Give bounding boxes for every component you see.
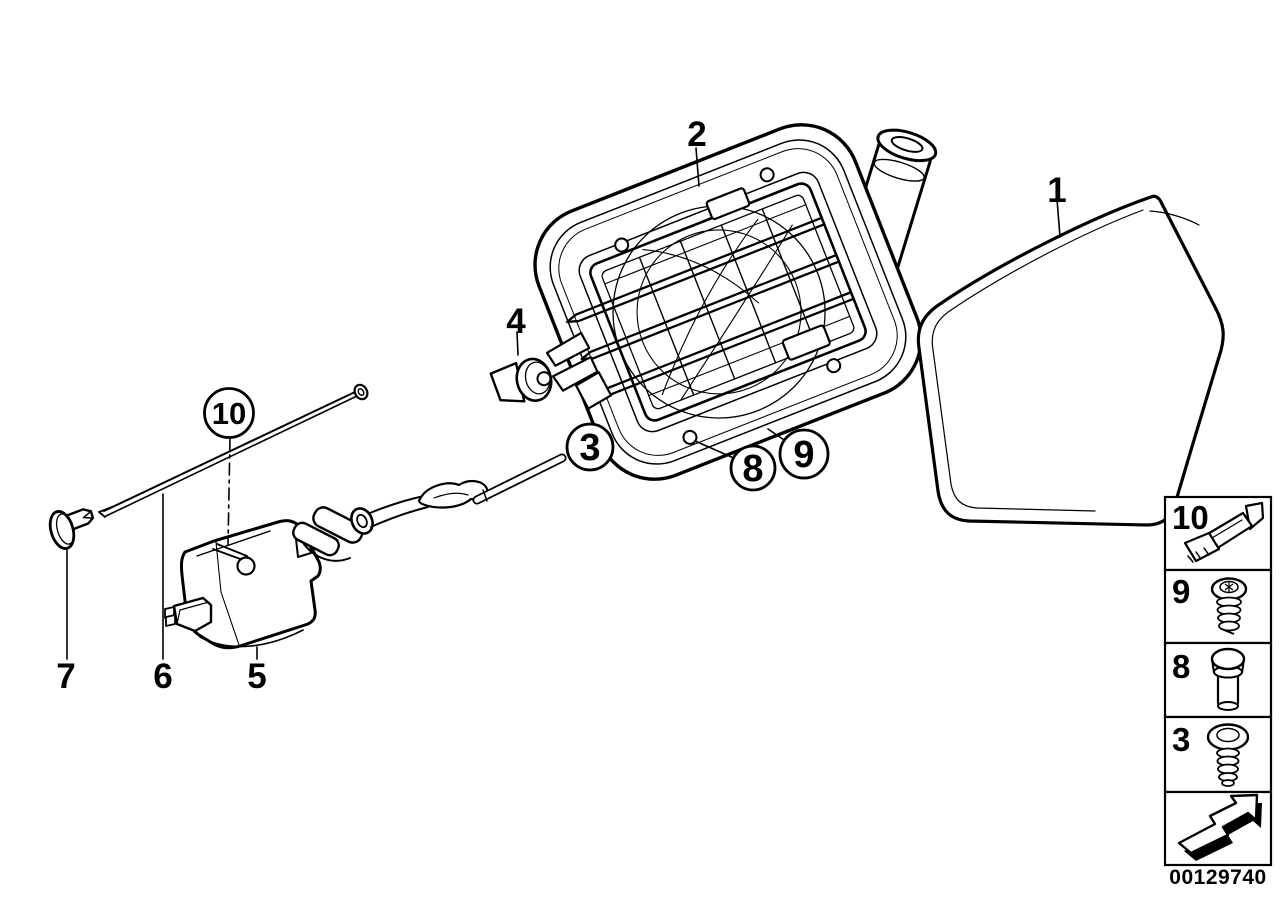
callouts-plain: 1 2 4 5 6 7 bbox=[56, 115, 1066, 696]
filler-flap-housing bbox=[533, 123, 923, 481]
retaining-clip-icon bbox=[1183, 501, 1265, 563]
leader-10 bbox=[227, 437, 231, 546]
legend-number-9: 9 bbox=[1172, 573, 1190, 610]
housing-tabs bbox=[545, 331, 613, 410]
callout-circle-10[interactable] bbox=[203, 387, 255, 439]
callout-circle-8[interactable] bbox=[729, 444, 777, 492]
expanding-rivet-icon bbox=[1210, 647, 1246, 711]
tapping-screw-icon bbox=[1210, 577, 1248, 635]
callout-circle-3[interactable] bbox=[565, 422, 615, 472]
legend-panel: 10 9 8 3 bbox=[1163, 495, 1273, 889]
callout-6[interactable]: 6 bbox=[153, 657, 172, 696]
fuel-filler-flap bbox=[916, 194, 1225, 527]
bowden-cable bbox=[292, 453, 567, 562]
leader-1 bbox=[1056, 198, 1061, 238]
callout-5[interactable]: 5 bbox=[247, 657, 266, 696]
callout-8[interactable]: 8 bbox=[742, 448, 763, 490]
callout-9[interactable]: 9 bbox=[793, 434, 814, 476]
callouts-circled: 3 8 9 10 bbox=[203, 387, 830, 492]
leader-8 bbox=[694, 440, 737, 460]
actuator-connector bbox=[164, 596, 213, 633]
leader-lines bbox=[66, 147, 1061, 660]
sealing-grommet bbox=[489, 357, 553, 403]
flange-holes bbox=[614, 167, 842, 445]
callout-4[interactable]: 4 bbox=[506, 302, 526, 341]
image-code: 00129740 bbox=[1169, 866, 1266, 889]
legend-number-8: 8 bbox=[1172, 648, 1190, 685]
leader-2 bbox=[695, 147, 700, 187]
arrow-icon bbox=[1177, 793, 1262, 861]
callout-3[interactable]: 3 bbox=[579, 427, 600, 469]
legend-number-10: 10 bbox=[1172, 499, 1209, 536]
callout-7[interactable]: 7 bbox=[56, 657, 75, 696]
expanding-pin bbox=[48, 508, 95, 550]
legend-number-3: 3 bbox=[1172, 721, 1190, 758]
leader-4 bbox=[516, 331, 519, 356]
callout-2[interactable]: 2 bbox=[687, 115, 706, 154]
callout-1[interactable]: 1 bbox=[1047, 171, 1066, 210]
oval-head-screw-icon bbox=[1206, 723, 1250, 787]
operating-rod bbox=[98, 383, 369, 518]
callout-10[interactable]: 10 bbox=[212, 396, 246, 431]
callout-circle-9[interactable] bbox=[778, 428, 830, 480]
